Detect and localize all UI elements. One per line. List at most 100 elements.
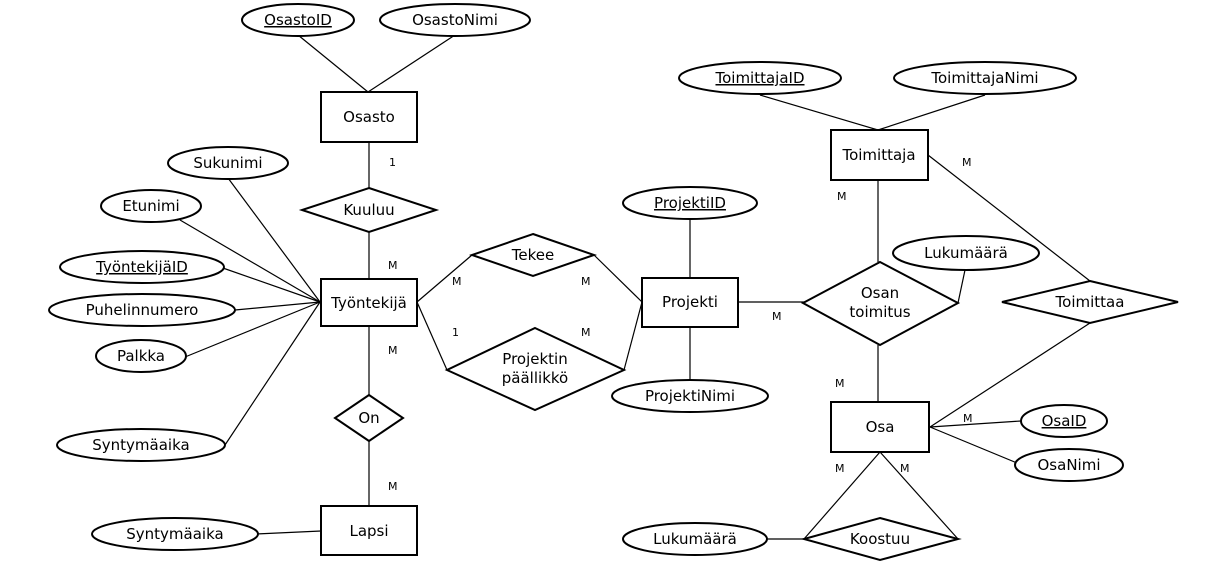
- entity-toimittaja: Toimittaja: [830, 129, 929, 181]
- relationship-tekee: Tekee: [468, 232, 598, 278]
- entity-projekti: Projekti: [641, 277, 739, 328]
- attribute-syntymaaika-lapsi-label: Syntymäaika: [126, 525, 223, 543]
- attribute-tyontekijaid: TyöntekijäID: [59, 250, 225, 284]
- line-tyontekija-tekee: [416, 254, 473, 303]
- line-toimittaja-toimittaa: [927, 154, 1091, 282]
- entity-osasto-label: Osasto: [343, 108, 395, 126]
- attribute-lukumaara-koostuu: Lukumäärä: [622, 522, 768, 556]
- entity-toimittaja-label: Toimittaja: [841, 146, 915, 164]
- line-paallikko-projekti: [623, 301, 643, 371]
- attribute-lukumaara-toimitus: Lukumäärä: [892, 235, 1040, 271]
- line-palkka-tyontekija: [184, 301, 321, 358]
- attribute-osastoid: OsastoID: [241, 3, 355, 37]
- attribute-osastoid-label: OsastoID: [264, 11, 332, 29]
- attribute-etunimi: Etunimi: [100, 189, 202, 223]
- attribute-puhelinnumero-label: Puhelinnumero: [86, 301, 199, 319]
- line-toimittajanimi-toimittaja: [877, 94, 986, 131]
- entity-osasto: Osasto: [320, 91, 418, 143]
- relationship-osan-toimitus-label-2: toimitus: [849, 303, 910, 321]
- relationship-tekee-label: Tekee: [511, 246, 554, 264]
- relationship-projektin-paallikko-label-2: päällikkö: [502, 369, 568, 387]
- cardinality-tyontekija-kuuluu: M: [388, 259, 398, 272]
- relationship-koostuu-label: Koostuu: [850, 530, 910, 548]
- relationship-toimittaa: Toimittaa: [1001, 279, 1179, 325]
- attribute-toimittajaid-label: ToimittajaID: [714, 69, 804, 87]
- relationship-projektin-paallikko: Projektin päällikkö: [444, 326, 627, 412]
- cardinality-lapsi-on: M: [388, 480, 398, 493]
- attribute-tyontekijaid-label: TyöntekijäID: [95, 258, 188, 276]
- connector-lines: [179, 34, 1091, 540]
- attribute-osastonimi-label: OsastoNimi: [412, 11, 498, 29]
- attribute-projektiid: ProjektiID: [622, 186, 758, 220]
- cardinality-osa-koostuu-right: M: [900, 462, 910, 475]
- cardinality-tyontekija-on: M: [388, 344, 398, 357]
- attribute-osanimi: OsaNimi: [1014, 448, 1124, 482]
- attribute-palkka-label: Palkka: [117, 347, 165, 365]
- attribute-projektinimi-label: ProjektiNimi: [645, 387, 735, 405]
- cardinality-labels: 1 M M 1 M M M M M M M M M M M: [388, 156, 973, 493]
- attribute-projektinimi: ProjektiNimi: [611, 379, 769, 413]
- attribute-osastonimi: OsastoNimi: [379, 3, 531, 37]
- relationship-osan-toimitus: Osan toimitus: [800, 260, 961, 347]
- cardinality-projekti-paallikko: M: [581, 326, 591, 339]
- line-osa-koostuu-left: [803, 451, 881, 540]
- line-lukumaara-osantoimitus: [957, 269, 966, 304]
- relationship-kuuluu-label: Kuuluu: [343, 201, 394, 219]
- line-osa-osanimi: [929, 426, 1018, 464]
- cardinality-osa-toimittaa: M: [963, 412, 973, 425]
- attribute-syntymaaika-tyontekija: Syntymäaika: [56, 428, 226, 462]
- line-tyontekija-paallikko: [416, 301, 448, 371]
- line-puhelinnumero-tyontekija: [234, 301, 321, 311]
- entity-tyontekija-label: Työntekijä: [330, 294, 407, 312]
- attribute-etunimi-label: Etunimi: [122, 197, 179, 215]
- attribute-toimittajanimi: ToimittajaNimi: [893, 61, 1077, 95]
- attribute-lukumaara-koostuu-label: Lukumäärä: [653, 530, 737, 548]
- line-osa-koostuu-right: [879, 451, 959, 540]
- line-osastoid-osasto: [297, 34, 369, 93]
- attribute-sukunimi-label: Sukunimi: [193, 154, 262, 172]
- attribute-syntymaaika-tyontekija-label: Syntymäaika: [92, 436, 189, 454]
- attribute-projektiid-label: ProjektiID: [654, 194, 726, 212]
- cardinality-osa-osan-toimitus: M: [835, 377, 845, 390]
- relationship-on-label: On: [358, 409, 379, 427]
- attribute-osaid: OsaID: [1020, 404, 1108, 438]
- cardinality-osasto-kuuluu: 1: [389, 156, 396, 169]
- attribute-puhelinnumero: Puhelinnumero: [48, 293, 236, 327]
- line-osa-osaid: [929, 420, 1022, 428]
- relationship-koostuu: Koostuu: [800, 516, 962, 562]
- attribute-sukunimi: Sukunimi: [167, 146, 289, 180]
- relationship-on: On: [333, 393, 405, 443]
- line-osastonimi-osasto: [367, 34, 456, 93]
- relationship-toimittaa-label: Toimittaa: [1055, 293, 1125, 311]
- line-toimittaa-osa: [929, 322, 1091, 428]
- relationship-osan-toimitus-label-1: Osan: [861, 284, 899, 302]
- line-sukunimi-tyontekija: [227, 177, 321, 303]
- line-tyontekijaid-tyontekija: [219, 266, 321, 303]
- line-tekee-projekti: [593, 254, 643, 303]
- attribute-osanimi-label: OsaNimi: [1038, 456, 1101, 474]
- entity-osa-label: Osa: [866, 418, 895, 436]
- attribute-palkka: Palkka: [95, 339, 187, 373]
- entity-tyontekija: Työntekijä: [320, 278, 418, 327]
- attribute-lukumaara-toimitus-label: Lukumäärä: [924, 244, 1008, 262]
- attribute-toimittajanimi-label: ToimittajaNimi: [930, 69, 1038, 87]
- relationship-kuuluu: Kuuluu: [298, 186, 440, 234]
- line-etunimi-tyontekija: [179, 219, 321, 303]
- relationship-projektin-paallikko-label-1: Projektin: [502, 350, 567, 368]
- attribute-osaid-label: OsaID: [1042, 412, 1087, 430]
- entity-lapsi: Lapsi: [320, 505, 418, 556]
- cardinality-toimittaja-toimittaa: M: [962, 156, 972, 169]
- entity-projekti-label: Projekti: [662, 293, 718, 311]
- line-toimittajaid-toimittaja: [759, 94, 879, 131]
- attribute-toimittajaid: ToimittajaID: [678, 61, 842, 95]
- cardinality-tyontekija-paallikko: 1: [452, 326, 459, 339]
- cardinality-osa-koostuu-left: M: [835, 462, 845, 475]
- line-syntymaaika-tyontekija: [224, 301, 321, 446]
- entity-lapsi-label: Lapsi: [349, 522, 388, 540]
- cardinality-projekti-osan-toimitus: M: [772, 310, 782, 323]
- cardinality-toimittaja-osan-toimitus: M: [837, 190, 847, 203]
- entity-osa: Osa: [830, 401, 930, 453]
- attribute-syntymaaika-lapsi: Syntymäaika: [91, 517, 259, 551]
- line-syntymaaika-lapsi: [255, 530, 322, 535]
